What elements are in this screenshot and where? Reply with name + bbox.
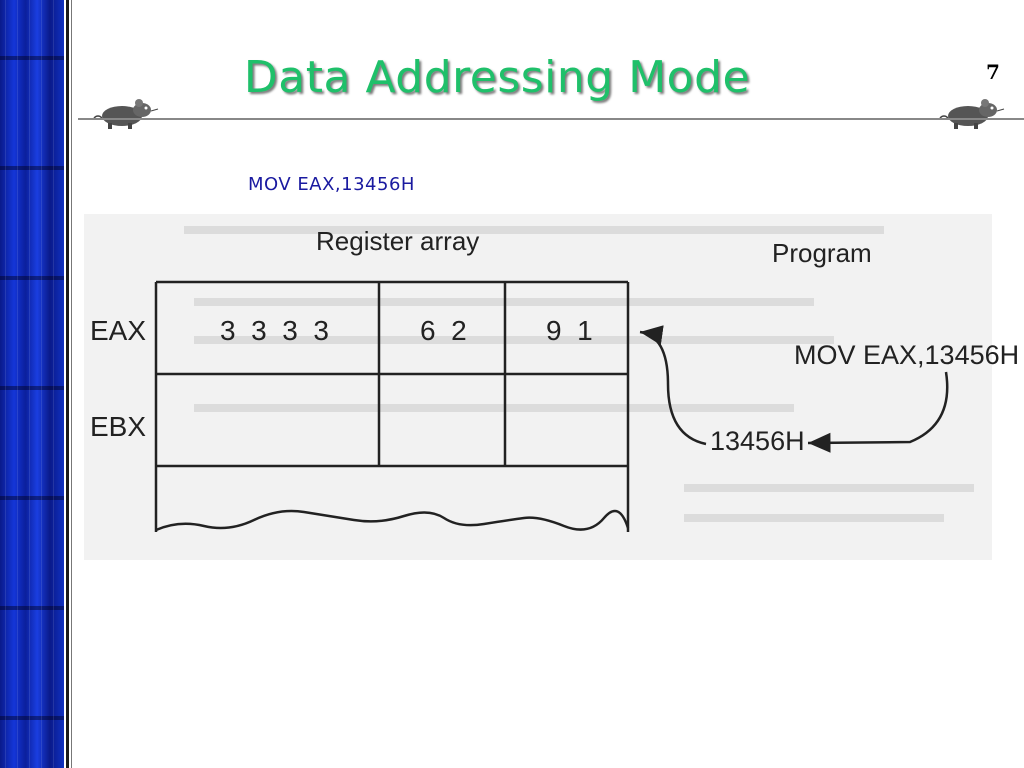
side-divider-line <box>66 0 69 768</box>
slide-title: Data Addressing Mode <box>243 52 751 103</box>
register-array-label: Register array <box>316 226 479 256</box>
figure-background <box>84 214 992 560</box>
register-name-eax: EAX <box>90 315 146 346</box>
register-diagram: Register array Program EAX EBX 3 3 3 3 6… <box>84 214 1019 560</box>
register-array-figure: Register array Program EAX EBX 3 3 3 3 6… <box>84 214 1019 560</box>
mouse-clipart-icon <box>93 99 159 129</box>
arrow-address-to-eax <box>639 325 707 446</box>
register-name-ebx: EBX <box>90 411 146 442</box>
address-value: 13456H <box>710 426 805 456</box>
slide-title-container: Data Addressing Mode <box>0 52 1024 103</box>
eax-byte-1-digits: 6 2 <box>420 315 467 346</box>
register-grid <box>154 280 630 532</box>
eax-byte-0-digits: 9 1 <box>546 315 593 346</box>
decorative-side-strip <box>0 0 64 768</box>
mouse-clipart-icon <box>939 99 1005 129</box>
eax-high-word-digits: 3 3 3 3 <box>220 315 329 346</box>
program-instruction: MOV EAX,13456H <box>794 340 1019 370</box>
title-underline-rule <box>78 118 1024 120</box>
arrow-instruction-to-address <box>807 371 949 453</box>
side-divider-line-thin <box>71 0 72 768</box>
program-label: Program <box>772 238 872 268</box>
page-number: 7 <box>986 60 1000 84</box>
instruction-subtitle: MOV EAX,13456H <box>248 174 415 195</box>
